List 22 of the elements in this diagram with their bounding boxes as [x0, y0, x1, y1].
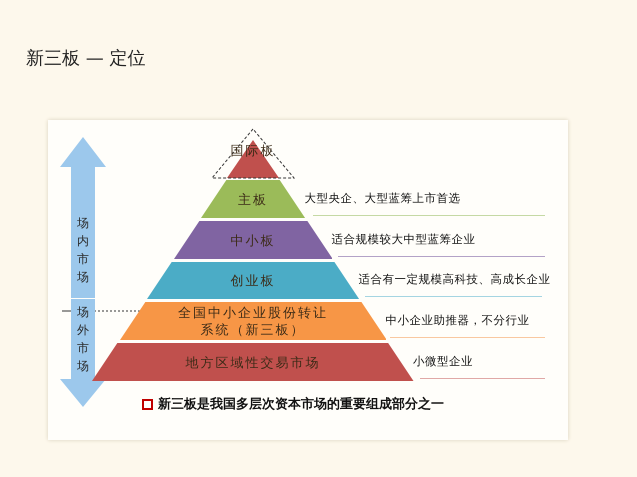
pyramid-layer: [92, 343, 414, 381]
note-text: 新三板是我国多层次资本市场的重要组成部分之一: [158, 396, 444, 413]
pyramid-apex: [211, 128, 295, 179]
layer-label: 中小板: [230, 232, 276, 248]
arrow-band: [60, 299, 106, 407]
layer-label: 国际板: [230, 142, 276, 159]
vertical-label: 场外市场: [76, 304, 90, 375]
description-text: 适合有一定规模高科技、高成长企业: [358, 271, 551, 288]
layer-label: 地方区域性交易市场: [185, 354, 320, 370]
description-text: 中小企业助推器，不分行业: [386, 312, 530, 328]
description-text: 小微型企业: [413, 352, 474, 370]
vertical-label: 场内市场: [76, 215, 90, 286]
pyramid-layer: [174, 221, 332, 259]
description-text: 大型央企、大型蓝筹上市首选: [304, 190, 460, 206]
pyramid-layer: [146, 262, 360, 299]
layer-label: 全国中小企业股份转让系统（新三板）: [178, 304, 328, 338]
layer-label: 创业板: [230, 272, 276, 289]
description-text: 适合规模较大中型蓝筹企业: [332, 230, 476, 248]
layer-label: 主板: [238, 190, 268, 208]
pyramid-layer: [200, 180, 306, 218]
arrow-band: [60, 137, 106, 298]
slide-title: 新三板 — 定位: [26, 47, 146, 70]
